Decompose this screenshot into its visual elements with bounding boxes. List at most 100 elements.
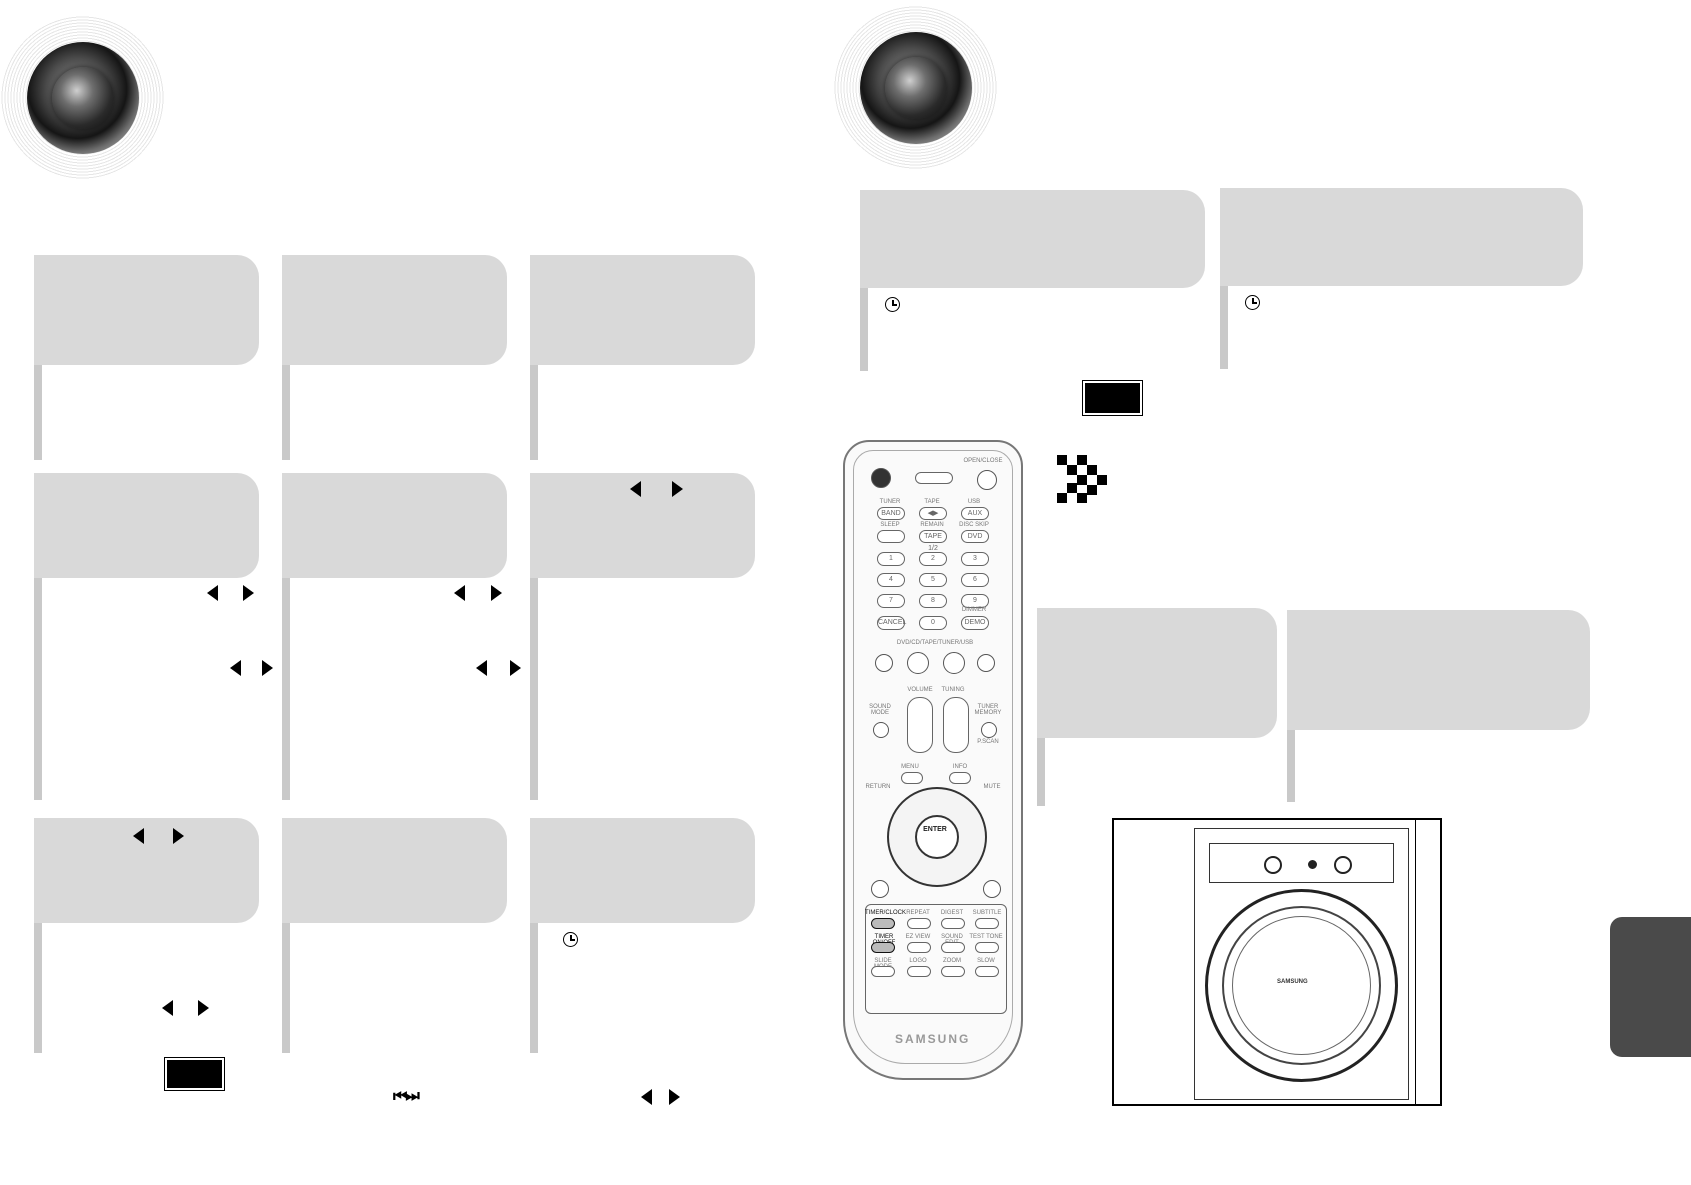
- digit-8-button[interactable]: 8: [919, 594, 947, 608]
- ez-view-label: EZ VIEW: [905, 934, 931, 940]
- clock-icon: [885, 297, 900, 312]
- subwoofer-jack: [1264, 856, 1282, 874]
- remote-inner-border: [853, 450, 1013, 1064]
- tuner-memory-button[interactable]: [981, 722, 997, 738]
- timer-clock-button[interactable]: [871, 918, 895, 929]
- digit-1-button[interactable]: 1: [877, 552, 905, 566]
- slide-mode-button[interactable]: [871, 966, 895, 977]
- slow-label: SLOW: [977, 958, 995, 964]
- subwoofer-driver-inner: [1222, 906, 1381, 1065]
- pl2-right-button[interactable]: [983, 880, 1001, 898]
- sound-mode-button[interactable]: [873, 722, 889, 738]
- zoom-label: ZOOM: [943, 958, 961, 964]
- tuner-memory-label: TUNER MEMORY: [974, 704, 1002, 716]
- dimmer-label: DIMMER: [961, 607, 987, 613]
- digit-0-button[interactable]: 0: [919, 616, 947, 630]
- remain-label: REMAIN: [920, 522, 944, 528]
- stop-button[interactable]: [907, 652, 929, 674]
- speaker-emblem-right: [833, 5, 998, 170]
- subtitle-label: SUBTITLE: [972, 910, 1002, 916]
- tuner-label: TUNER: [879, 499, 901, 505]
- left-arrow-icon: [162, 1000, 173, 1016]
- tape12-button[interactable]: TAPE 1/2: [919, 530, 947, 552]
- subwoofer-indicator: [1308, 860, 1317, 869]
- digit-3-button[interactable]: 3: [961, 552, 989, 566]
- step-panel: [34, 473, 259, 578]
- subtitle-button[interactable]: [975, 918, 999, 929]
- digit-6-button[interactable]: 6: [961, 573, 989, 587]
- step-rule: [860, 288, 868, 371]
- left-arrow-icon: [207, 585, 218, 601]
- step-rule: [530, 923, 538, 1053]
- digit-4-button[interactable]: 4: [877, 573, 905, 587]
- right-arrow-icon: [672, 481, 683, 497]
- skip-prev-next-icon: ⏮⏭: [393, 1086, 420, 1105]
- step-panel: [1287, 610, 1590, 730]
- skip-back-button[interactable]: [875, 654, 893, 672]
- right-arrow-icon: [243, 585, 254, 601]
- menu-label: MENU: [901, 764, 919, 770]
- right-arrow-icon: [173, 828, 184, 844]
- repeat-button[interactable]: [907, 918, 931, 929]
- enter-label: ENTER: [923, 826, 947, 833]
- play-pause-button[interactable]: [943, 652, 965, 674]
- aux-button[interactable]: AUX: [961, 507, 989, 520]
- digit-2-button[interactable]: 2: [919, 552, 947, 566]
- ez-view-button[interactable]: [907, 942, 931, 953]
- speaker-cone: [51, 66, 114, 129]
- left-arrow-icon: [641, 1089, 652, 1105]
- tape-button[interactable]: ◀▶: [919, 507, 947, 520]
- step-rule: [34, 578, 42, 800]
- cancel-button[interactable]: CANCEL: [877, 616, 906, 630]
- test-tone-button[interactable]: [975, 942, 999, 953]
- step-panel: [1220, 188, 1583, 286]
- digit-5-button[interactable]: 5: [919, 573, 947, 587]
- pl2-left-button[interactable]: [871, 880, 889, 898]
- tuning-label: TUNING: [941, 687, 965, 693]
- step-panel: [530, 255, 755, 365]
- sound-mode-label: SOUND MODE: [869, 704, 891, 716]
- demo-button[interactable]: DEMO: [961, 616, 989, 630]
- note-tag: [1082, 380, 1143, 416]
- sleep-button[interactable]: [877, 530, 905, 543]
- step-panel: [34, 818, 259, 923]
- volume-rocker[interactable]: [907, 697, 933, 753]
- open-close-label: OPEN/CLOSE: [963, 458, 1003, 464]
- checker-arrow-icon: [1057, 455, 1107, 503]
- step-rule: [1287, 730, 1295, 802]
- open-close-button[interactable]: [977, 470, 997, 490]
- enter-button[interactable]: [915, 815, 959, 859]
- subwoofer-side-line: [1415, 820, 1416, 1104]
- volume-label: VOLUME: [907, 687, 933, 693]
- right-arrow-icon: [669, 1089, 680, 1105]
- right-arrow-icon: [198, 1000, 209, 1016]
- digit-7-button[interactable]: 7: [877, 594, 905, 608]
- sound-edit-button[interactable]: [941, 942, 965, 953]
- band-button[interactable]: BAND: [877, 507, 905, 520]
- digest-button[interactable]: [941, 918, 965, 929]
- tuning-rocker[interactable]: [943, 697, 969, 753]
- step-rule: [34, 923, 42, 1053]
- dvd-button[interactable]: DVD: [961, 530, 989, 543]
- step-rule: [530, 365, 538, 460]
- step-rule: [1037, 738, 1045, 806]
- logo-button[interactable]: [907, 966, 931, 977]
- power-button[interactable]: [871, 468, 891, 488]
- step-panel: [530, 818, 755, 923]
- digit-9-button[interactable]: 9: [961, 594, 989, 608]
- right-arrow-icon: [510, 660, 521, 676]
- p-scan-label: P.SCAN: [977, 739, 999, 745]
- subwoofer-driver-ring: [1205, 889, 1398, 1082]
- skip-forward-button[interactable]: [977, 654, 995, 672]
- menu-button[interactable]: [901, 772, 923, 784]
- step-panel: [282, 818, 507, 923]
- info-button[interactable]: [949, 772, 971, 784]
- zoom-button[interactable]: [941, 966, 965, 977]
- step-rule: [34, 365, 42, 460]
- mute-label: MUTE: [983, 784, 1001, 790]
- clock-icon: [1245, 295, 1260, 310]
- slow-button[interactable]: [975, 966, 999, 977]
- subwoofer-top-panel: [1209, 843, 1394, 883]
- step-panel: [282, 255, 507, 365]
- timer-on-off-button[interactable]: [871, 942, 895, 953]
